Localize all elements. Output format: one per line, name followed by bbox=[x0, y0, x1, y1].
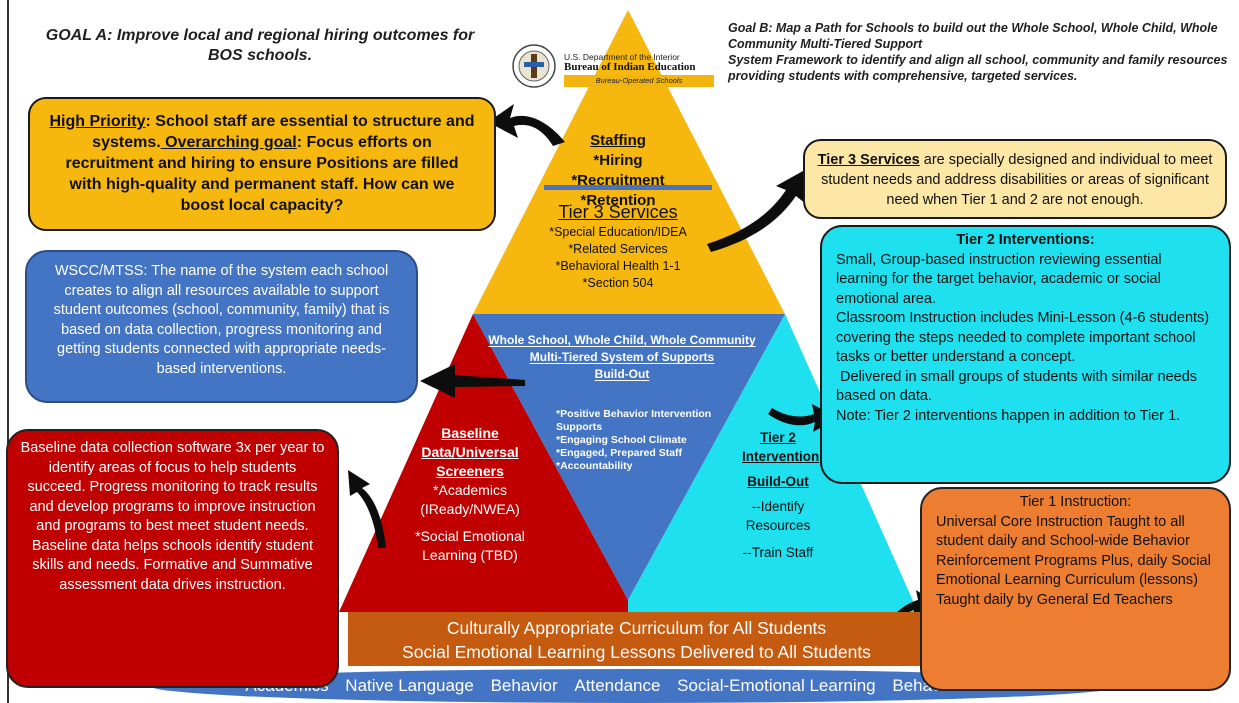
center-list-item: *Engaged, Prepared Staff bbox=[556, 447, 683, 459]
foundation-item: Social-Emotional Learning bbox=[677, 676, 876, 695]
tier3-item: *Behavioral Health 1-1 bbox=[555, 259, 681, 273]
staffing-item: *Recruitment bbox=[571, 172, 665, 189]
staffing-callout: High Priority: School staff are essentia… bbox=[28, 97, 496, 231]
baseline-item: *Academics (IReady/NWEA) bbox=[420, 482, 520, 517]
pyramid-blue-section bbox=[473, 314, 785, 600]
arrow-to-staffing bbox=[488, 104, 565, 146]
tier3-section-text: Tier 3 Services *Special Education/IDEA … bbox=[530, 200, 706, 292]
base-line: Social Emotional Learning Lessons Delive… bbox=[402, 642, 871, 662]
staffing-item: *Retention bbox=[580, 192, 656, 209]
tier2-callout-p3: Delivered in small groups of students wi… bbox=[836, 368, 1202, 405]
arrow-to-baseline bbox=[348, 470, 386, 548]
center-title: Whole School, Whole Child, Whole Communi… bbox=[466, 332, 778, 383]
tier2-callout: Tier 2 Interventions: Small, Group-based… bbox=[820, 225, 1231, 484]
tier3-callout-text: are specially designed and individual to… bbox=[821, 152, 1213, 208]
goal-b-title: Goal B: Map a Path for Schools to build … bbox=[728, 21, 1218, 51]
tier2-item: --Identify Resources bbox=[745, 499, 811, 533]
overarching-goal-text: : Focus efforts on recruitment and hirin… bbox=[65, 134, 459, 214]
tier2-title: Tier 2 Intervention bbox=[742, 430, 820, 464]
seal-icon bbox=[512, 44, 556, 88]
baseline-section-text: Baseline Data/Universal Screeners *Acade… bbox=[410, 424, 530, 565]
center-title-line: Whole School, Whole Child, Whole Communi… bbox=[488, 333, 756, 347]
tier2-section-text: Tier 2 Intervention Build-Out --Identify… bbox=[742, 428, 820, 562]
tier3-item: *Section 504 bbox=[582, 276, 654, 290]
foundation-item: Behavior bbox=[490, 676, 558, 695]
tier2-subtitle: Build-Out bbox=[747, 474, 809, 489]
goal-a-heading: GOAL A: Improve local and regional hirin… bbox=[45, 27, 475, 64]
base-line: Culturally Appropriate Curriculum for Al… bbox=[446, 618, 827, 638]
pyramid-cyan-section bbox=[628, 314, 918, 612]
logo-line-2: Bureau of Indian Education bbox=[564, 61, 696, 73]
staffing-separator-bar bbox=[544, 185, 712, 190]
logo-line-1: U.S. Department of the Interior bbox=[564, 52, 680, 62]
foundation-item: Attendance bbox=[574, 676, 661, 695]
goal-b-body: System Framework to identify and align a… bbox=[728, 53, 1228, 83]
pyramid-red-section bbox=[339, 314, 628, 612]
bie-logo: U.S. Department of the Interior Bureau o… bbox=[512, 44, 722, 92]
foundation-oval bbox=[150, 669, 1122, 703]
overarching-goal-label: Overarching goal bbox=[160, 134, 297, 151]
center-list-item: *Accountability bbox=[556, 460, 633, 472]
tier3-callout-label: Tier 3 Services bbox=[817, 152, 920, 168]
curriculum-base-text: Culturally Appropriate Curriculum for Al… bbox=[348, 616, 925, 664]
baseline-callout: Baseline data collection software 3x per… bbox=[6, 429, 339, 688]
foundation-item: Native Language bbox=[345, 676, 474, 695]
tier1-callout-body: Universal Core Instruction Taught to all… bbox=[936, 513, 1211, 589]
tier2-callout-p1: Small, Group-based instruction reviewing… bbox=[836, 251, 1162, 307]
center-title-line: Multi-Tiered System of Supports bbox=[529, 350, 715, 364]
tier2-callout-title: Tier 2 Interventions: bbox=[956, 232, 1095, 248]
arrow-to-wscc bbox=[420, 364, 525, 398]
left-border-line bbox=[7, 0, 9, 703]
logo-line-3: Bureau-Operated Schools bbox=[564, 75, 714, 87]
curriculum-base-bar bbox=[348, 612, 925, 666]
tier3-item: *Special Education/IDEA bbox=[549, 225, 687, 239]
center-list-item: *Positive Behavior Intervention Supports bbox=[556, 408, 712, 433]
center-list: *Positive Behavior Intervention Supports… bbox=[556, 408, 716, 473]
high-priority-label: High Priority bbox=[49, 113, 146, 130]
tier1-callout: Tier 1 Instruction: Universal Core Instr… bbox=[920, 487, 1231, 691]
wscc-callout: WSCC/MTSS: The name of the system each s… bbox=[25, 250, 418, 403]
pyramid-gold-section bbox=[473, 10, 785, 314]
tier1-callout-last: Taught daily by General Ed Teachers bbox=[936, 591, 1173, 608]
tier2-item: --Train Staff bbox=[742, 545, 814, 560]
tier3-callout: Tier 3 Services are specially designed a… bbox=[803, 139, 1227, 219]
high-priority-text: : School staff are essential to structur… bbox=[92, 113, 475, 151]
baseline-item: *Social Emotional Learning (TBD) bbox=[415, 528, 525, 563]
staffing-item: *Hiring bbox=[593, 152, 643, 169]
goal-b-heading: Goal B: Map a Path for Schools to build … bbox=[728, 20, 1233, 84]
tier2-callout-p4: Note: Tier 2 interventions happen in add… bbox=[836, 407, 1181, 424]
tier3-title: Tier 3 Services bbox=[558, 202, 678, 222]
arrow-to-tier3 bbox=[707, 166, 812, 252]
tier1-callout-title: Tier 1 Instruction: bbox=[1019, 494, 1132, 510]
staffing-section-text: Staffing *Hiring *Recruitment *Retention bbox=[553, 131, 683, 211]
baseline-title: Baseline Data/Universal Screeners bbox=[421, 425, 519, 479]
staffing-title: Staffing bbox=[590, 132, 646, 149]
center-title-line: Build-Out bbox=[594, 367, 650, 381]
tier2-callout-p2: Classroom Instruction includes Mini-Less… bbox=[836, 310, 1210, 365]
tier3-item: *Related Services bbox=[568, 242, 668, 256]
center-list-item: *Engaging School Climate bbox=[556, 434, 687, 446]
